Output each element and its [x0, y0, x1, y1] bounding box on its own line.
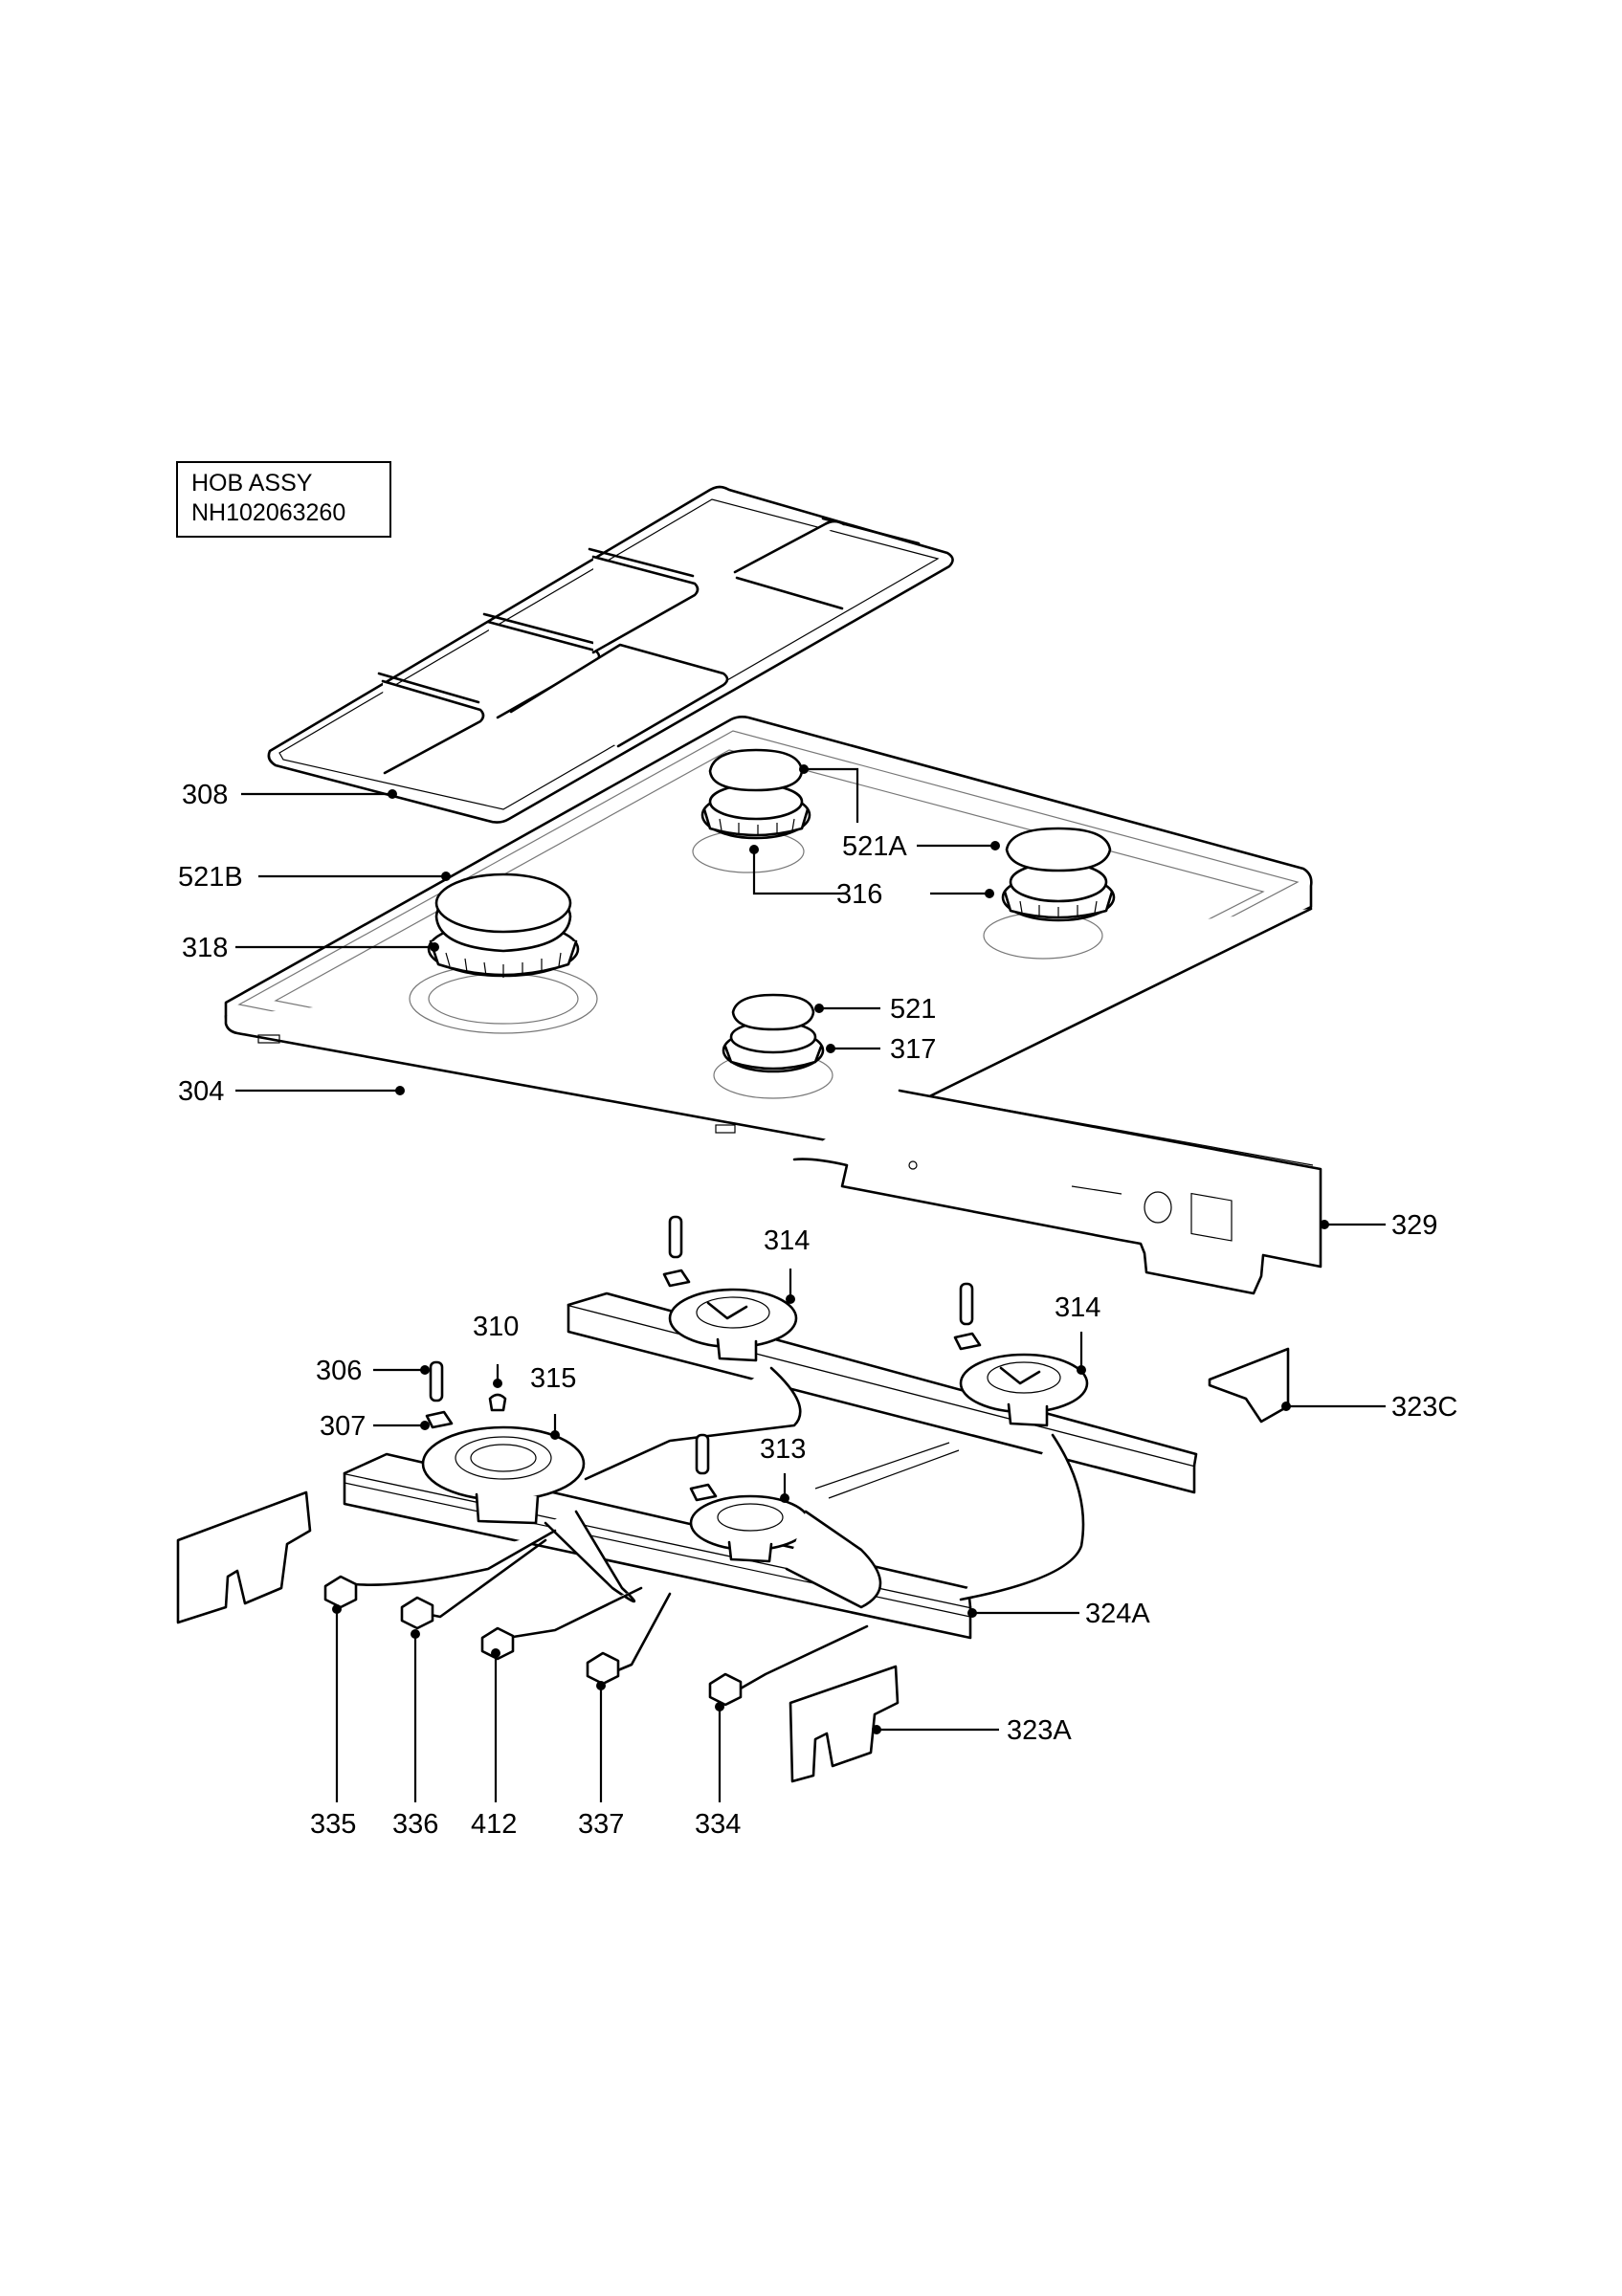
- label-324A: 324A: [1085, 1599, 1150, 1629]
- label-308: 308: [182, 780, 228, 810]
- label-316: 316: [836, 879, 882, 910]
- burner-rear-right: [1001, 827, 1116, 922]
- label-323A: 323A: [1007, 1715, 1072, 1746]
- bracket-323C: [1208, 1347, 1290, 1424]
- bracket-left: [176, 1490, 312, 1624]
- pan-support-308: [267, 485, 954, 824]
- label-337: 337: [578, 1809, 624, 1840]
- label-334: 334: [695, 1809, 741, 1840]
- burner-base-314-left: [668, 1288, 798, 1362]
- assembly-name: HOB ASSY: [191, 470, 313, 497]
- label-310: 310: [473, 1312, 519, 1342]
- part-labels: 308 521B 318 304 521A 316 521 317 329 31…: [178, 780, 1457, 1840]
- label-412: 412: [471, 1809, 517, 1840]
- label-317: 317: [890, 1034, 936, 1065]
- rear-rail: [567, 1292, 1198, 1499]
- leader-lines: [235, 764, 1386, 1802]
- label-336: 336: [392, 1809, 438, 1840]
- label-521: 521: [890, 994, 936, 1025]
- label-323C: 323C: [1391, 1392, 1457, 1423]
- burner-base-314-right: [959, 1353, 1089, 1427]
- burner-base-313: [689, 1494, 811, 1563]
- label-318: 318: [182, 933, 228, 963]
- label-335: 335: [310, 1809, 356, 1840]
- label-304: 304: [178, 1076, 224, 1107]
- label-313: 313: [760, 1434, 806, 1465]
- injectors: [425, 1215, 982, 1502]
- label-521B: 521B: [178, 862, 243, 893]
- rear-panel-329: [792, 1089, 1322, 1295]
- gas-taps: [323, 1575, 743, 1707]
- title-box: HOB ASSY NH102063260: [176, 461, 391, 538]
- burner-rear-left-316: [700, 748, 811, 840]
- label-521A: 521A: [842, 831, 907, 862]
- burner-base-315: [421, 1425, 586, 1525]
- bracket-323A: [789, 1665, 900, 1783]
- label-314-right: 314: [1055, 1292, 1100, 1323]
- burner-large-318: [427, 872, 580, 978]
- part-number: NH102063260: [191, 499, 346, 526]
- label-315: 315: [530, 1363, 576, 1394]
- burner-small-317: [722, 993, 825, 1073]
- label-329: 329: [1391, 1210, 1437, 1241]
- label-306: 306: [316, 1356, 362, 1386]
- label-314-left: 314: [764, 1225, 810, 1256]
- label-307: 307: [320, 1411, 366, 1442]
